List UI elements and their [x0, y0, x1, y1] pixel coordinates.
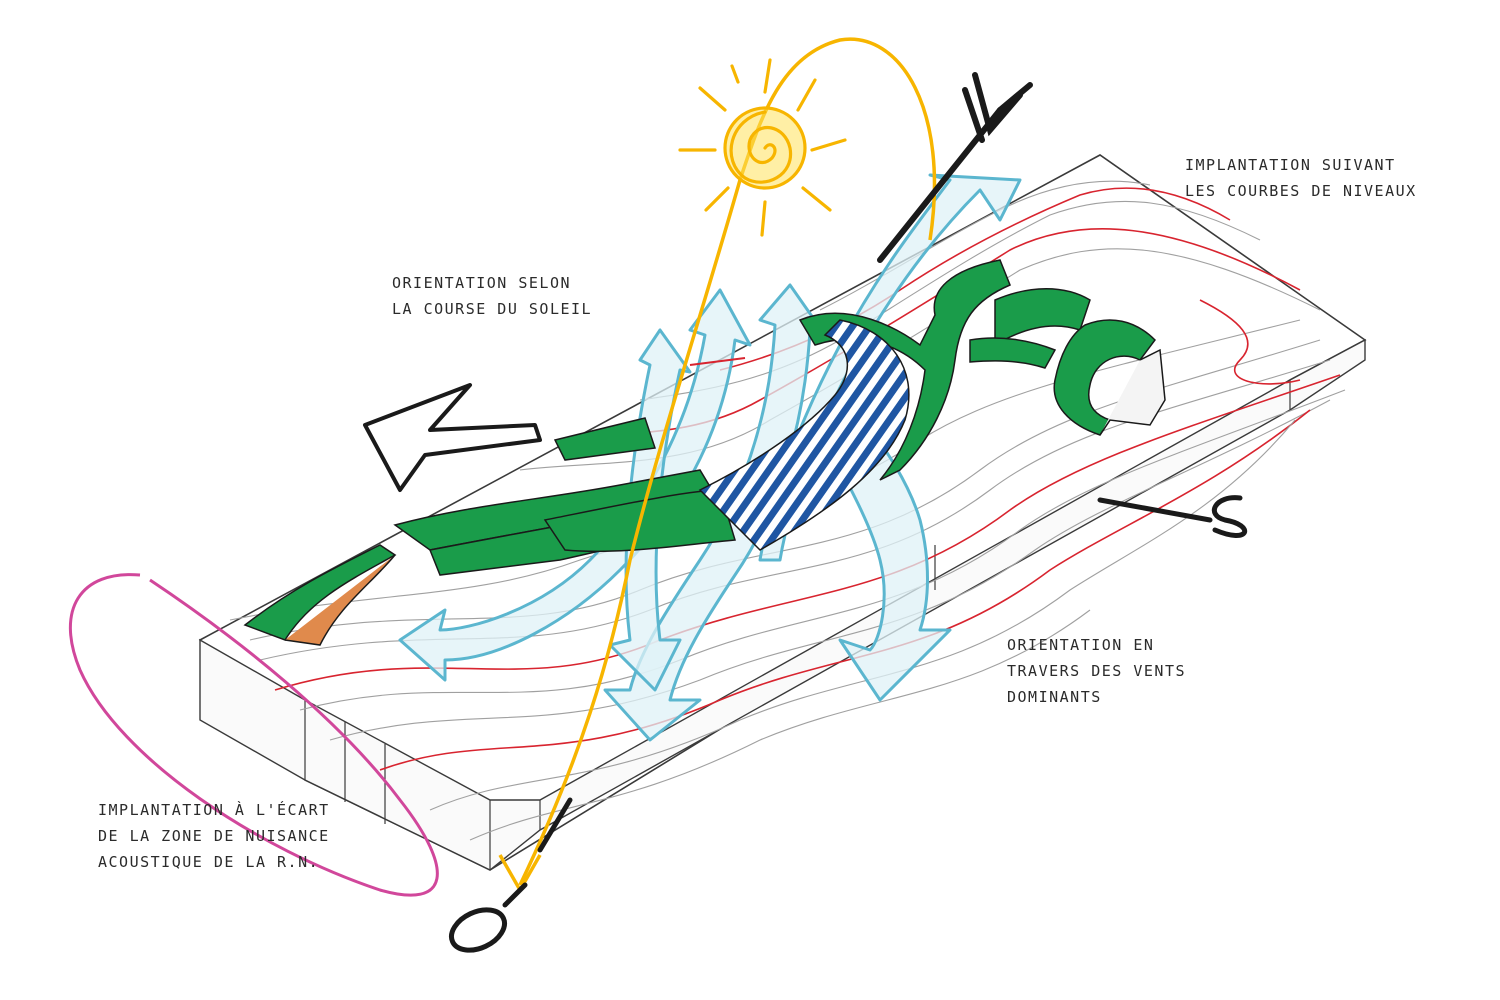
annotation-contour-lines: IMPLANTATION SUIVANT LES COURBES DE NIVE…	[1185, 152, 1417, 204]
annotation-line: ORIENTATION EN	[1007, 632, 1186, 658]
annotation-sun-course: ORIENTATION SELON LA COURSE DU SOLEIL	[392, 270, 592, 322]
annotation-line: IMPLANTATION SUIVANT	[1185, 152, 1417, 178]
annotation-line: TRAVERS DES VENTS	[1007, 658, 1186, 684]
annotation-line: LES COURBES DE NIVEAUX	[1185, 178, 1417, 204]
annotation-line: ACOUSTIQUE DE LA R.N.	[98, 849, 330, 875]
annotation-acoustic-zone: IMPLANTATION À L'ÉCART DE LA ZONE DE NUI…	[98, 797, 330, 875]
annotation-prevailing-winds: ORIENTATION EN TRAVERS DES VENTS DOMINAN…	[1007, 632, 1186, 710]
annotation-line: ORIENTATION SELON	[392, 270, 592, 296]
sun-icon	[680, 60, 845, 235]
annotation-line: IMPLANTATION À L'ÉCART	[98, 797, 330, 823]
annotation-line: DE LA ZONE DE NUISANCE	[98, 823, 330, 849]
annotation-line: LA COURSE DU SOLEIL	[392, 296, 592, 322]
east-arrow-icon	[1100, 498, 1245, 536]
annotation-line: DOMINANTS	[1007, 684, 1186, 710]
